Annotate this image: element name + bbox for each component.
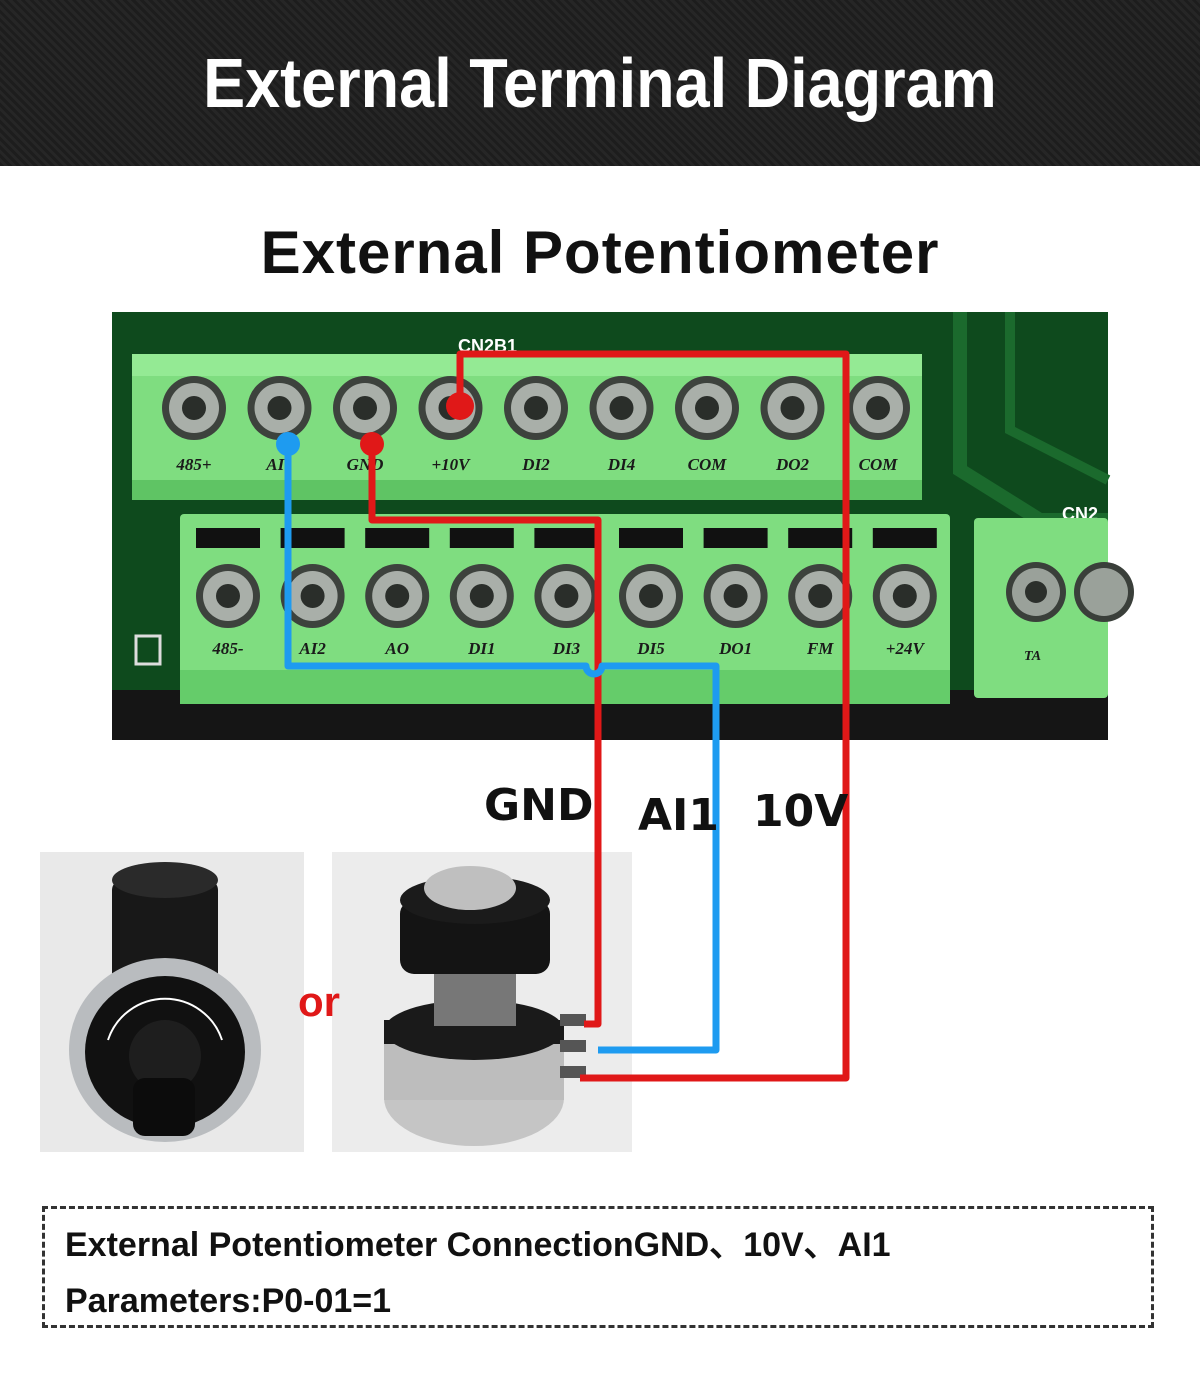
terminal-label: 485- bbox=[211, 639, 244, 658]
terminal-slot bbox=[196, 528, 260, 548]
terminal-screw bbox=[788, 564, 853, 628]
terminal-label: DO1 bbox=[718, 639, 752, 658]
terminal-label: AO bbox=[384, 639, 409, 658]
terminal-label: +10V bbox=[431, 455, 471, 474]
terminal-slot bbox=[365, 528, 430, 548]
or-label: or bbox=[298, 978, 340, 1025]
bottom-screw-row bbox=[196, 564, 937, 628]
pcb-trace bbox=[1005, 312, 1111, 485]
terminal-label: COM bbox=[859, 455, 899, 474]
terminal-label-ta: TA bbox=[1024, 649, 1041, 664]
terminal-screw bbox=[760, 376, 825, 440]
terminal-block-right bbox=[974, 518, 1134, 698]
terminal-label: GND bbox=[347, 455, 384, 474]
top-screw-row bbox=[162, 376, 910, 440]
terminal-label: DO2 bbox=[775, 455, 810, 474]
terminal-label: DI4 bbox=[607, 455, 635, 474]
terminal-screw bbox=[504, 376, 568, 440]
wire-label-ai1: AI1 bbox=[638, 790, 720, 841]
terminal-label: DI3 bbox=[552, 639, 581, 658]
note-parameters: Parameters:P0-01=1 bbox=[65, 1282, 392, 1320]
panel-potentiometer-image bbox=[40, 852, 304, 1152]
wire-ai1-blue bbox=[284, 444, 720, 1054]
terminal-label: COM bbox=[688, 455, 728, 474]
terminal-screw bbox=[534, 564, 599, 628]
connection-note-box: External Potentiometer ConnectionGND、10V… bbox=[42, 1206, 1154, 1328]
terminal-screw bbox=[196, 564, 260, 628]
terminal-label: +24V bbox=[886, 639, 926, 658]
wire-gnd-red bbox=[368, 444, 602, 1028]
terminal-slot bbox=[280, 528, 345, 548]
rotary-potentiometer-image bbox=[332, 852, 632, 1152]
pcb-marking bbox=[134, 634, 162, 666]
terminal-screw bbox=[449, 564, 514, 628]
terminal-screw bbox=[247, 376, 312, 440]
wire-end-gnd bbox=[360, 432, 384, 456]
terminal-label: DI2 bbox=[521, 455, 550, 474]
terminal-slot bbox=[872, 528, 937, 548]
terminal-screw bbox=[846, 376, 910, 440]
header-banner: External Terminal Diagram bbox=[0, 0, 1200, 166]
terminal-slot bbox=[449, 528, 514, 548]
terminal-screw bbox=[589, 376, 654, 440]
terminal-screw bbox=[365, 564, 430, 628]
note-connection: External Potentiometer ConnectionGND、10V… bbox=[65, 1226, 891, 1264]
terminal-screw bbox=[703, 564, 768, 628]
terminal-slot bbox=[619, 528, 683, 548]
terminal-label: FM bbox=[806, 639, 834, 658]
terminal-label: AI2 bbox=[298, 639, 326, 658]
terminal-slot bbox=[703, 528, 768, 548]
wire-end-10v bbox=[446, 392, 474, 420]
terminal-label: DI5 bbox=[636, 639, 665, 658]
terminal-label: 485+ bbox=[175, 455, 211, 474]
bottom-label-row: 485- AI2 AO DI1 DI3 DI5 DO1 FM +24V bbox=[211, 639, 925, 658]
wire-label-10v: 10V bbox=[753, 786, 849, 837]
terminal-screw bbox=[675, 376, 739, 440]
terminal-screw bbox=[619, 564, 683, 628]
terminal-slot bbox=[534, 528, 599, 548]
wire-end-ai1 bbox=[276, 432, 300, 456]
bottom-slot-row bbox=[196, 528, 937, 548]
terminal-screw bbox=[280, 564, 345, 628]
terminal-label: DI1 bbox=[467, 639, 495, 658]
wire-label-gnd: GND bbox=[484, 780, 594, 831]
terminal-screw bbox=[333, 376, 397, 440]
diagram-subtitle: External Potentiometer bbox=[260, 219, 940, 286]
terminal-slot bbox=[788, 528, 853, 548]
terminal-screw bbox=[872, 564, 937, 628]
page-title: External Terminal Diagram bbox=[203, 44, 997, 122]
wire-10v-red bbox=[456, 350, 850, 1082]
terminal-screw bbox=[162, 376, 226, 440]
